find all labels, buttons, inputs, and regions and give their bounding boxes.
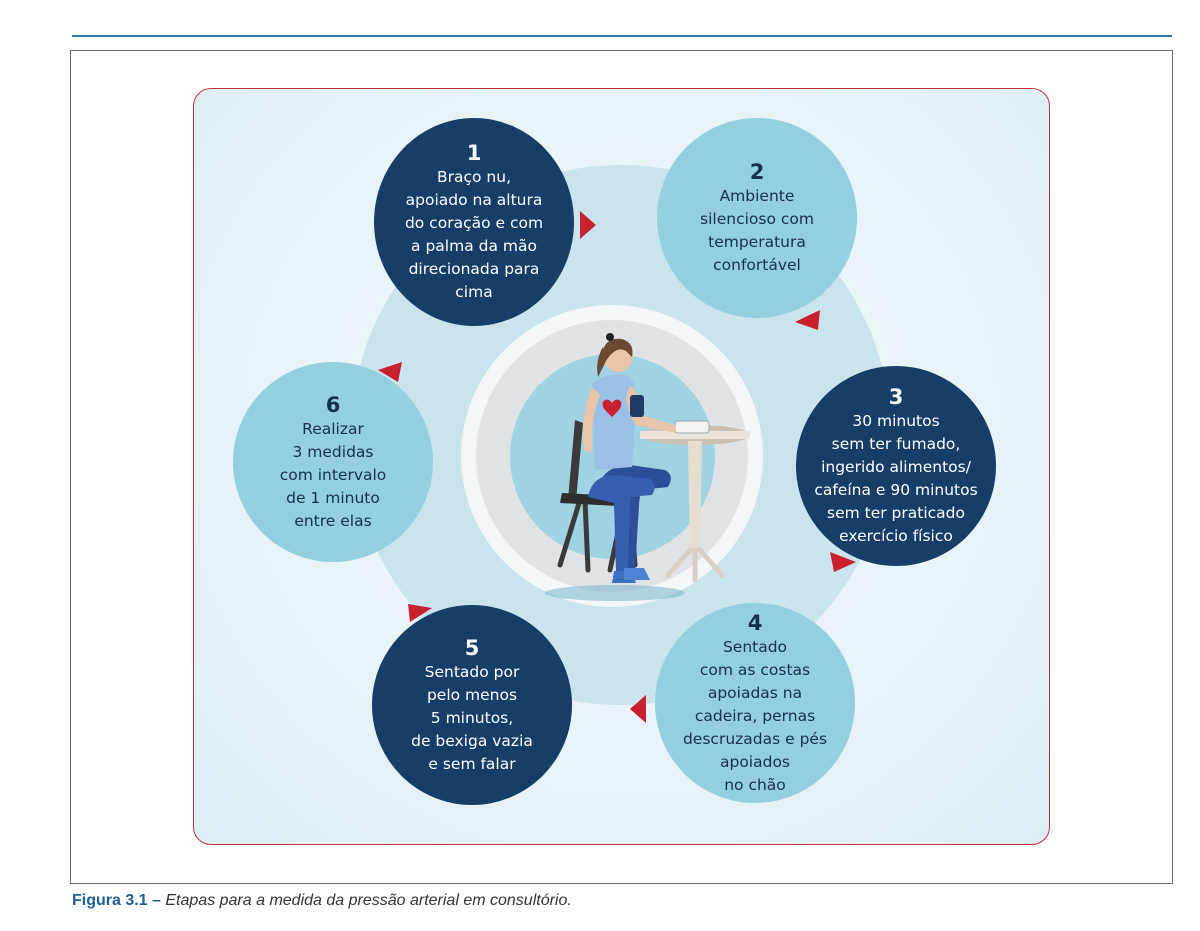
seated-woman-illustration [545,333,750,601]
step-3-circle: 3 30 minutos sem ter fumado, ingerido al… [796,366,996,566]
step-5-circle: 5 Sentado por pelo menos 5 minutos, de b… [372,605,572,805]
step-3-number: 3 [888,385,904,409]
figure-frame [70,50,1173,884]
caption-label: Figura 3.1 [72,892,148,909]
step-1-number: 1 [466,141,482,165]
step-4-number: 4 [747,610,763,635]
top-rule [72,35,1172,37]
step-3-text: 30 minutos sem ter fumado, ingerido alim… [814,412,978,545]
caption-dash: – [147,892,166,909]
step-1-text: Braço nu, apoiado na altura do coração e… [404,168,544,301]
step-5-number: 5 [464,635,480,660]
step-4-text: Sentado com as costas apoiadas na cadeir… [682,637,828,794]
step-1-circle: 1 Braço nu, apoiado na altura do coração… [374,118,574,326]
step-4-circle: 4 Sentado com as costas apoiadas na cade… [655,603,855,803]
step-2-text: Ambiente silencioso com temperatura conf… [700,187,814,274]
step-6-circle: 6 Realizar 3 medidas com intervalo de 1 … [233,362,433,562]
step-2-circle: 2 Ambiente silencioso com temperatura co… [657,118,857,318]
step-6-number: 6 [325,392,341,417]
caption-text: Etapas para a medida da pressão arterial… [165,892,572,909]
step-2-number: 2 [749,160,765,184]
step-5-text: Sentado por pelo menos 5 minutos, de bex… [411,662,533,773]
figure-caption: Figura 3.1 – Etapas para a medida da pre… [72,892,572,910]
step-6-text: Realizar 3 medidas com intervalo de 1 mi… [279,419,387,530]
